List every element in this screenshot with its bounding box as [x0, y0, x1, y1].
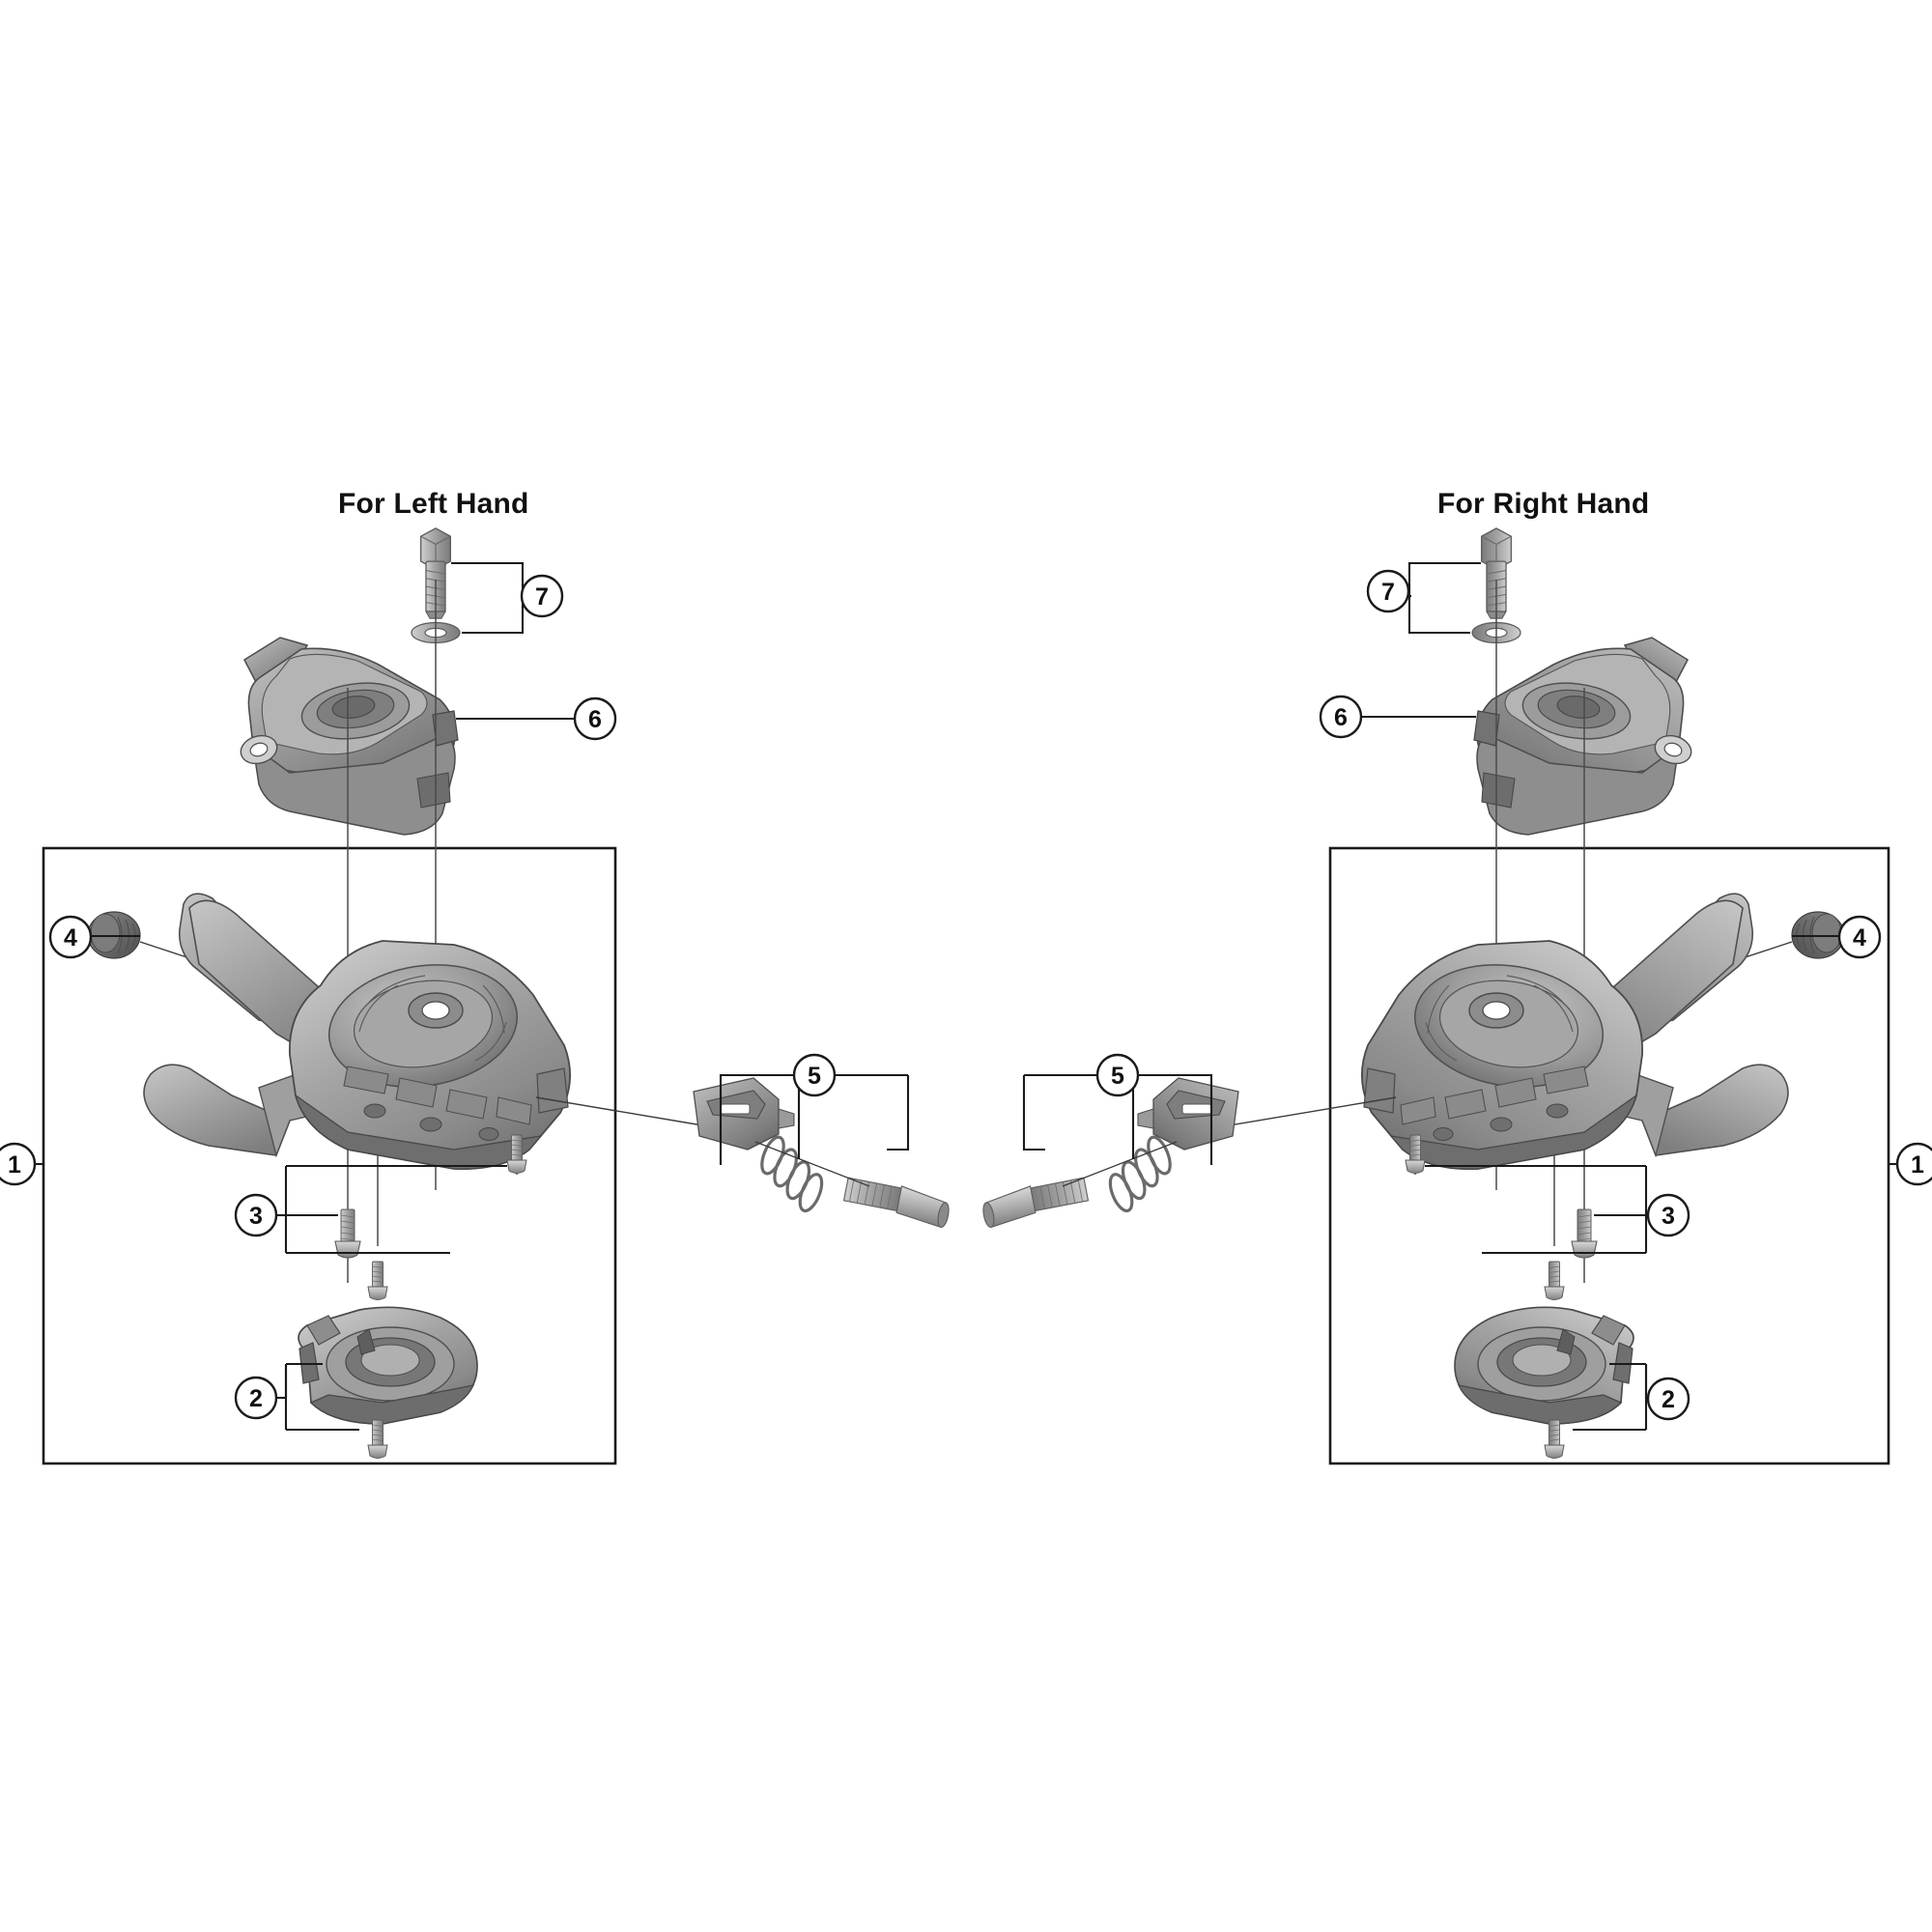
left-leader-7 — [451, 561, 525, 635]
right-adjuster-axis — [1062, 1141, 1178, 1187]
left-part-cable-adjust-nut — [693, 1077, 795, 1151]
right-callout-1-label: 1 — [1911, 1151, 1924, 1179]
right-leader-7 — [1407, 561, 1481, 635]
right-part-cable-adjust-barrel — [979, 1175, 1091, 1229]
right-callout-5[interactable]: 5 — [1095, 1053, 1140, 1097]
left-callout-4-label: 4 — [64, 924, 77, 952]
left-callout-3[interactable]: 3 — [234, 1193, 278, 1237]
right-hand-assembly — [979, 527, 1896, 1465]
left-callout-4[interactable]: 4 — [48, 915, 93, 959]
left-leader-5-thin — [535, 1096, 721, 1129]
title-left-hand: For Left Hand — [338, 488, 529, 520]
left-callout-3-label: 3 — [249, 1203, 263, 1230]
left-part-cable-adjust-barrel — [841, 1175, 953, 1229]
left-callout-6[interactable]: 6 — [573, 696, 617, 741]
left-assembly-box — [42, 846, 617, 1465]
left-part-shifter-body — [143, 893, 572, 1171]
title-right-hand: For Right Hand — [1437, 488, 1650, 520]
right-part-shifter-body — [1360, 893, 1789, 1171]
left-part-fixing-screw-c — [367, 1261, 388, 1300]
right-part-base-bracket — [1454, 1306, 1634, 1425]
right-part-fixing-screw-c — [1544, 1261, 1565, 1300]
left-callout-1-label: 1 — [8, 1151, 21, 1179]
right-callout-4[interactable]: 4 — [1837, 915, 1882, 959]
right-callout-4-label: 4 — [1853, 924, 1866, 952]
left-part-base-bracket-bolt — [367, 1419, 388, 1459]
left-callout-7-label: 7 — [535, 583, 549, 611]
left-hand-assembly: 1 2 3 4 5 6 7 — [0, 527, 953, 1465]
right-part-lever-cover — [1473, 637, 1692, 836]
right-callout-5-label: 5 — [1111, 1063, 1124, 1090]
right-callout-1[interactable]: 1 — [1895, 1142, 1932, 1186]
left-callout-5[interactable]: 5 — [792, 1053, 837, 1097]
right-callout-3[interactable]: 3 — [1646, 1193, 1690, 1237]
left-callout-1[interactable]: 1 — [0, 1142, 37, 1186]
left-callout-6-label: 6 — [588, 706, 602, 733]
right-callout-7[interactable]: 7 — [1366, 569, 1410, 613]
right-leader-3 — [1425, 1164, 1648, 1255]
left-callout-2-label: 2 — [249, 1385, 263, 1412]
right-callout-6[interactable]: 6 — [1319, 695, 1363, 739]
right-part-base-bracket-bolt — [1544, 1419, 1565, 1459]
left-part-fixing-screw-a — [334, 1208, 361, 1259]
right-part-cable-adjust-nut — [1137, 1077, 1239, 1151]
left-callout-5-label: 5 — [808, 1063, 821, 1090]
left-callout-2[interactable]: 2 — [234, 1376, 278, 1420]
left-part-base-bracket — [298, 1306, 478, 1425]
right-callout-2-label: 2 — [1662, 1386, 1675, 1413]
right-callout-6-label: 6 — [1334, 704, 1348, 731]
right-assembly-box — [1328, 846, 1890, 1465]
right-callout-7-label: 7 — [1381, 579, 1395, 606]
left-part-lever-cover — [240, 637, 459, 836]
right-part-fixing-screw-a — [1571, 1208, 1598, 1259]
right-callout-2[interactable]: 2 — [1646, 1377, 1690, 1421]
right-callout-3-label: 3 — [1662, 1203, 1675, 1230]
left-adjuster-axis — [754, 1141, 870, 1187]
left-leader-3 — [284, 1164, 507, 1255]
right-leader-5-thin — [1211, 1096, 1397, 1129]
left-callout-7[interactable]: 7 — [520, 574, 564, 618]
